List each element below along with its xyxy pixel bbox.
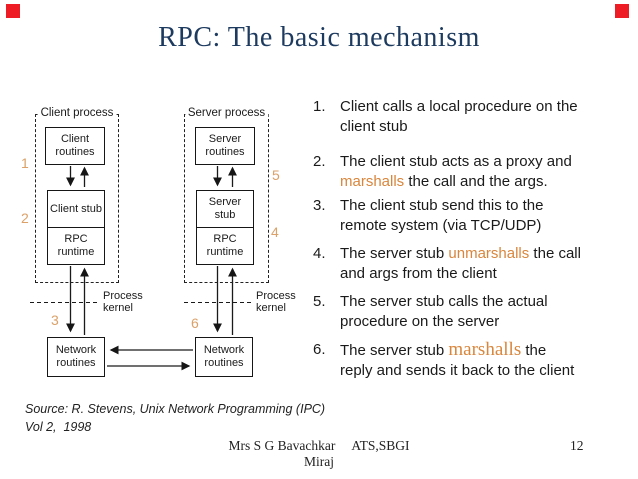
text-segment: reply and sends it back to the client [340,362,575,379]
step-line-2: reply and sends it back to the client [340,361,635,381]
client-process-outline: Client process [35,107,119,283]
step-item-1: 1. Client calls a local procedure on the… [313,97,635,137]
server-routines-box: Server routines [195,127,255,165]
step-item-2: 2. The client stub acts as a proxy and m… [313,152,635,192]
step-item-5: 5. The server stub calls the actual proc… [313,292,635,332]
step-marker-3: 3 [51,312,59,328]
server-process-outline: Server process [184,107,269,283]
step-item-3: 3. The client stub send this to the remo… [313,196,635,236]
client-routines-box: Client routines [45,127,105,165]
text-segment: The server stub calls the actual [340,293,548,310]
text-segment: the [521,342,547,359]
rpc-runtime-server-box: RPC runtime [196,226,254,265]
step-text: The client stub acts as a proxy and mars… [340,152,635,192]
step-number: 4. [313,245,326,262]
client-stub-box: Client stub [47,190,105,228]
network-routines-right-box: Network routines [195,337,253,377]
text-segment: remote system (via TCP/UDP) [340,217,542,234]
step-line-1: The client stub send this to the [340,196,635,216]
slide-title: RPC: The basic mechanism [158,22,480,53]
step-line-1: The server stub unmarshalls the call [340,244,635,264]
step-item-4: 4. The server stub unmarshalls the call … [313,244,635,284]
step-text: The server stub unmarshalls the call and… [340,244,635,284]
source-citation: Source: R. Stevens, Unix Network Program… [25,400,325,436]
step-text: Client calls a local procedure on the cl… [340,97,635,137]
footer-line-1: Mrs S G Bavachkar ATS,SBGI [0,438,638,454]
text-segment: client stub [340,118,408,135]
step-marker-6: 6 [191,315,199,331]
step-line-2: remote system (via TCP/UDP) [340,216,635,236]
step-marker-1: 1 [21,155,29,171]
slide-footer: Mrs S G Bavachkar ATS,SBGI Miraj [0,438,638,470]
text-segment: the call [529,245,581,262]
server-stub-box: Server stub [196,190,254,228]
red-corner-marker-left [6,4,20,18]
step-number: 2. [313,153,326,170]
client-process-label: Client process [37,107,117,119]
text-segment: and args from the client [340,265,497,282]
highlighted-term: unmarshalls [448,245,530,262]
network-routines-left-box: Network routines [47,337,105,377]
step-marker-2: 2 [21,210,29,226]
source-line-1: Source: R. Stevens, Unix Network Program… [25,402,326,416]
step-line-1: Client calls a local procedure on the [340,97,635,117]
step-number: 1. [313,98,326,115]
server-process-label: Server process [184,107,269,119]
text-segment: Client calls a local procedure on the [340,98,578,115]
text-segment: the call and the args. [404,173,548,190]
step-number: 6. [313,341,326,358]
process-kernel-label-right: Process kernel [256,290,296,314]
text-segment: The server stub [340,342,449,359]
footer-city: Miraj [304,454,334,469]
step-text: The server stub marshalls the reply and … [340,340,635,381]
step-line-2: marshalls the call and the args. [340,172,635,192]
step-number: 5. [313,293,326,310]
step-item-6: 6. The server stub marshalls the reply a… [313,340,635,381]
step-text: The server stub calls the actual procedu… [340,292,635,332]
step-line-1: The server stub calls the actual [340,292,635,312]
source-line-2: Vol 2, 1998 [25,420,92,434]
step-number: 3. [313,197,326,214]
step-line-2: and args from the client [340,264,635,284]
step-marker-4: 4 [271,224,279,240]
text-segment: The client stub acts as a proxy and [340,153,572,170]
page-number: 12 [570,438,584,453]
step-text: The client stub send this to the remote … [340,196,635,236]
highlighted-term: marshalls [340,173,405,190]
step-line-1: The client stub acts as a proxy and [340,152,635,172]
step-line-1: The server stub marshalls the [340,340,635,361]
highlighted-term: marshalls [448,339,522,360]
footer-organization: ATS,SBGI [351,438,410,453]
process-kernel-label-left: Process kernel [103,290,143,314]
step-marker-5: 5 [272,167,280,183]
text-segment: The server stub [340,245,449,262]
footer-author: Mrs S G Bavachkar [228,438,336,453]
step-line-2: procedure on the server [340,312,635,332]
text-segment: The client stub send this to the [340,197,544,214]
red-corner-marker-right [615,4,629,18]
step-line-2: client stub [340,117,635,137]
text-segment: procedure on the server [340,313,500,330]
rpc-runtime-client-box: RPC runtime [47,226,105,265]
